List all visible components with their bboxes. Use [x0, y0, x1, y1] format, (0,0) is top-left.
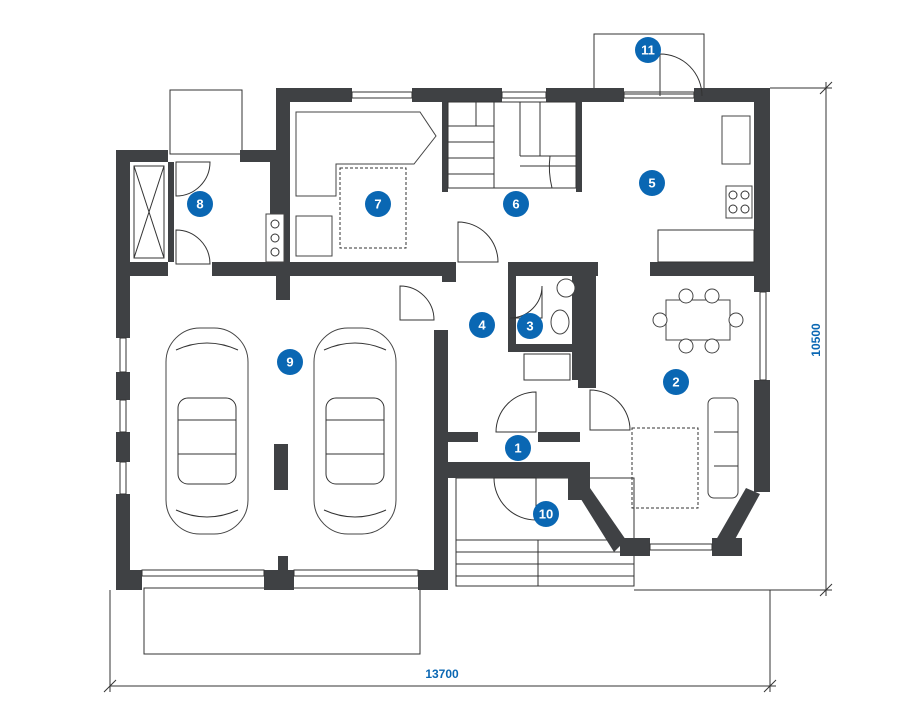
- room-marker: 6: [503, 191, 529, 217]
- dimensions: 13700 10500: [103, 81, 833, 693]
- door-swing: [493, 477, 537, 521]
- svg-text:8: 8: [196, 197, 203, 212]
- room-marker: 4: [469, 312, 495, 338]
- svg-text:10: 10: [539, 507, 553, 522]
- corner-sofa: [295, 111, 437, 197]
- room-marker: 8: [187, 191, 213, 217]
- room-marker: 5: [639, 170, 665, 196]
- study-furniture: [265, 111, 437, 263]
- living-rug: [631, 427, 699, 509]
- study-rug: [339, 167, 407, 249]
- room-marker: 2: [663, 369, 689, 395]
- rear-porch: [169, 89, 243, 155]
- svg-text:5: 5: [648, 176, 655, 191]
- toilet: [550, 309, 570, 335]
- door-swing: [457, 221, 499, 263]
- door-swing: [399, 285, 435, 321]
- room-marker: 1: [505, 435, 531, 461]
- storage-cabinet: [133, 165, 165, 259]
- door-swing: [509, 285, 543, 319]
- room-markers: 1 2 3 4 5 6 7 8 9 10 11: [187, 37, 689, 527]
- living-furniture: [631, 115, 755, 509]
- dining-table: [665, 299, 731, 341]
- wardrobe: [523, 353, 571, 381]
- svg-text:2: 2: [672, 375, 679, 390]
- car-right: [313, 327, 397, 535]
- kitchen-counter-edge: [657, 229, 755, 263]
- staircase: [447, 101, 577, 189]
- door-swing: [589, 389, 631, 431]
- driveway-area: [143, 587, 421, 655]
- room-marker: 9: [277, 349, 303, 375]
- door-swing: [175, 229, 211, 265]
- door-swing: [495, 391, 537, 433]
- svg-text:1: 1: [514, 441, 521, 456]
- room-marker: 7: [365, 191, 391, 217]
- car-left: [165, 327, 249, 535]
- garage-cars: [165, 327, 397, 535]
- back-porch: [593, 33, 705, 95]
- svg-text:11: 11: [641, 43, 655, 58]
- walls: [116, 88, 770, 590]
- room-marker: 11: [635, 37, 661, 63]
- washbasin: [556, 278, 576, 298]
- svg-text:9: 9: [286, 355, 293, 370]
- height-dimension-label: 10500: [809, 323, 823, 357]
- width-dimension-label: 13700: [425, 667, 459, 681]
- kitchen-sink: [721, 115, 751, 165]
- entrance-steps: [456, 539, 634, 586]
- door-swing: [175, 161, 211, 197]
- doors: [175, 53, 703, 521]
- boiler-unit: [265, 213, 285, 263]
- door-swing: [659, 53, 703, 97]
- bathroom-fixtures: [523, 278, 576, 381]
- room-marker: 10: [533, 501, 559, 527]
- svg-text:7: 7: [374, 197, 381, 212]
- svg-text:3: 3: [526, 319, 533, 334]
- svg-text:6: 6: [512, 197, 519, 212]
- armchair: [295, 215, 333, 257]
- kitchen-stove: [725, 185, 753, 219]
- svg-text:4: 4: [478, 318, 486, 333]
- sofa: [707, 397, 739, 499]
- room-marker: 3: [517, 313, 543, 339]
